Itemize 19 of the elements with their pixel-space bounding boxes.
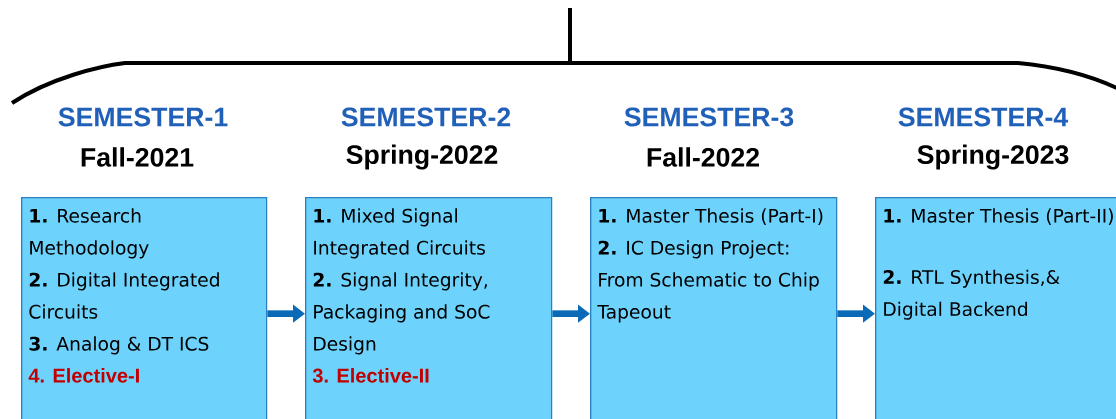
course-item: 1. Research Methodology <box>30 208 149 259</box>
course-item: 2. Digital Integrated Circuits <box>29 272 219 319</box>
course-item: 1. Master Thesis (Part-II) <box>884 208 1113 225</box>
term-label: Fall-2021 <box>81 147 194 167</box>
semester-label: SEMESTER-3 <box>624 107 794 127</box>
course-item: 2. IC Design Project: From Schematic to Chip Tapeout <box>597 240 819 323</box>
course-item: 1. Master Thesis (Part-I) <box>599 208 823 225</box>
course-item: 2. Signal Integrity, Packaging and SoC Design <box>313 272 490 355</box>
semester-label: SEMESTER-4 <box>898 107 1069 127</box>
semester-label: SEMESTER-1 <box>58 107 228 127</box>
term-label: Fall-2022 <box>647 147 759 167</box>
term-label: Spring-2022 <box>346 144 498 170</box>
elective-item: 3. Elective-II <box>312 368 429 383</box>
term-label: Spring-2023 <box>917 144 1069 170</box>
course-item: 3. Analog & DT ICS <box>29 336 209 355</box>
elective-item: 4. Elective-I <box>28 368 139 383</box>
course-item: 1. Mixed Signal Integrated Circuits <box>314 208 485 259</box>
course-item: 2. RTL Synthesis,& Digital Backend <box>883 269 1060 320</box>
semester-label: SEMESTER-2 <box>341 107 511 127</box>
